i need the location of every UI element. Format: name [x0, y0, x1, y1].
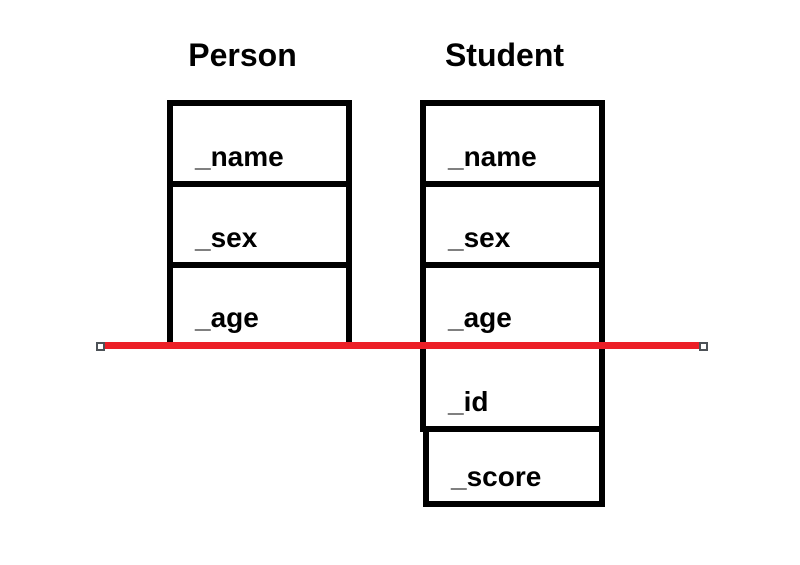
field-label: _name	[195, 141, 284, 172]
field-label: _age	[195, 302, 259, 333]
person-cell-name[interactable]: _name	[167, 100, 352, 187]
student-cell-id[interactable]: _id	[420, 342, 605, 432]
line-handle-left[interactable]	[96, 342, 105, 351]
student-cell-age[interactable]: _age	[420, 262, 605, 348]
person-cell-sex[interactable]: _sex	[167, 181, 352, 268]
class-title-student[interactable]: Student	[444, 37, 565, 73]
field-label: _name	[448, 141, 537, 172]
student-cell-sex[interactable]: _sex	[420, 181, 605, 268]
field-label: _sex	[195, 222, 258, 253]
student-cell-score[interactable]: _score	[423, 426, 605, 507]
field-label: _age	[448, 302, 512, 333]
field-label: _sex	[448, 222, 511, 253]
line-handle-right[interactable]	[699, 342, 708, 351]
selected-divider-line[interactable]	[100, 342, 704, 349]
field-label: _score	[451, 461, 542, 492]
person-cell-age[interactable]: _age	[167, 262, 352, 348]
field-label: _id	[448, 386, 489, 417]
class-title-person[interactable]: Person	[188, 37, 297, 73]
student-cell-name[interactable]: _name	[420, 100, 605, 187]
